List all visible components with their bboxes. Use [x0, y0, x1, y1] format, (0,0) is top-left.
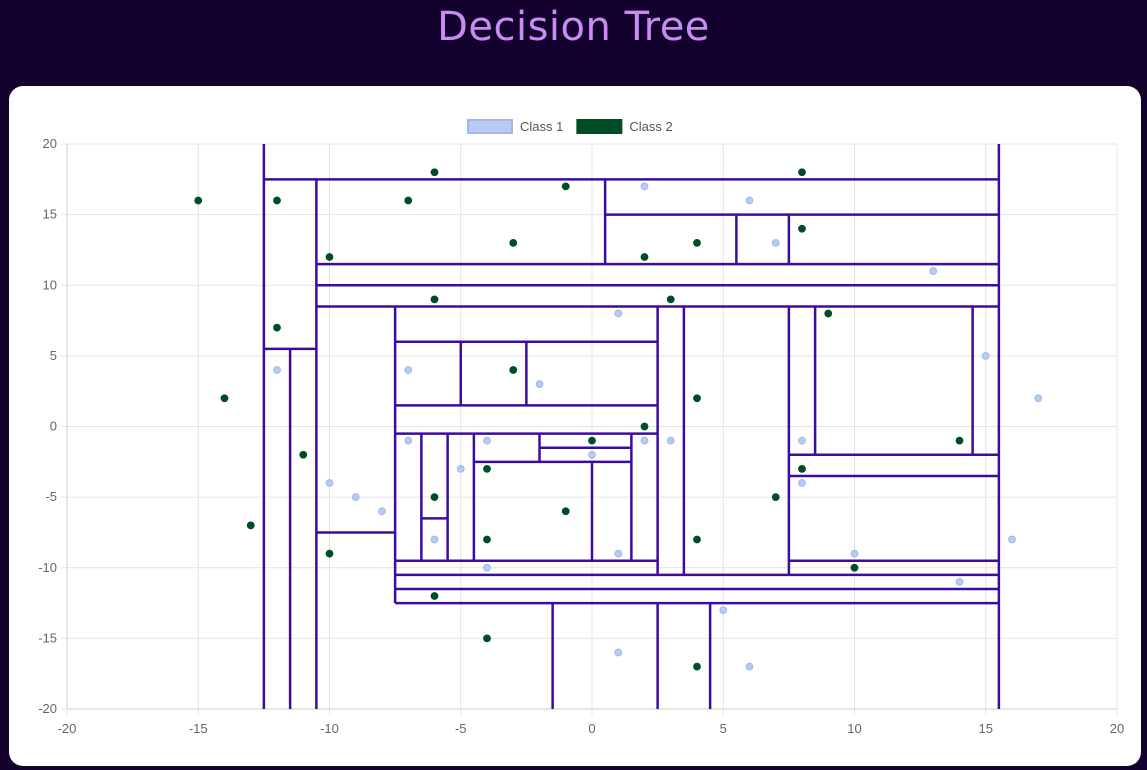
class-1-point [955, 577, 964, 586]
class-1-point [614, 648, 623, 657]
class-2-point [509, 366, 518, 374]
class-2-point [194, 196, 203, 205]
class-1-point [378, 507, 386, 516]
class-2-point [483, 464, 491, 473]
class-2-point [693, 394, 701, 403]
x-tick-label: 0 [588, 721, 595, 736]
class-1-point [483, 436, 491, 445]
class-2-point [824, 309, 833, 318]
class-2-point [693, 238, 701, 247]
class-1-point [456, 464, 465, 473]
class-2-point [299, 450, 308, 459]
y-tick-label: -5 [45, 489, 57, 504]
y-tick-label: 20 [43, 136, 57, 151]
legend-label-1: Class 1 [520, 119, 563, 134]
class-2-point [693, 662, 701, 671]
page-title: Decision Tree [437, 4, 710, 50]
class-2-point [561, 182, 570, 191]
x-tick-label: -15 [189, 721, 208, 736]
class-1-point [483, 563, 491, 572]
x-tick-label: 15 [979, 721, 993, 736]
class-1-point [404, 366, 413, 374]
class-2-point [483, 634, 491, 643]
class-1-point [404, 436, 413, 445]
y-tick-label: 5 [50, 348, 57, 363]
class-1-point [273, 366, 281, 374]
class-1-point [850, 549, 859, 558]
class-2-point [798, 224, 806, 233]
decision-tree-chart: -20 -15 -10 -5 0 5 10 15 20 -20 -15 -10 -5 0 5 10 15 20 Cl… [38, 119, 1124, 736]
class-1-point [1034, 394, 1043, 403]
x-tick-label: 10 [847, 721, 861, 736]
class-1-point [614, 309, 623, 318]
class-1-point [981, 351, 990, 360]
x-tick-label: 20 [1110, 721, 1124, 736]
class-2-point [273, 196, 281, 205]
class-2-point [798, 464, 806, 473]
class-2-point [850, 563, 859, 572]
class-1-point [745, 196, 754, 205]
y-tick-label: 15 [43, 207, 57, 222]
class-2-point [325, 253, 334, 261]
y-tick-label: -15 [38, 630, 57, 645]
class-1-point [719, 606, 728, 615]
class-1-point [798, 436, 806, 445]
class-1-point [430, 535, 439, 544]
y-tick-label: 10 [43, 277, 57, 292]
class-1-point [325, 479, 334, 487]
class-1-point [614, 549, 623, 558]
class-2-point [771, 493, 780, 502]
class-2-point [325, 549, 334, 558]
class-1-point [640, 182, 649, 191]
class-2-point [588, 436, 596, 445]
legend-swatch-1 [467, 119, 513, 134]
class-2-point [561, 507, 570, 516]
class-1-point [798, 479, 806, 487]
class-2-point [666, 295, 675, 304]
class-2-point [430, 493, 439, 502]
y-tick-label: 0 [50, 419, 57, 434]
class-2-point [430, 168, 439, 177]
class-2-point [509, 238, 518, 247]
class-1-point [640, 436, 649, 445]
class-1-point [588, 450, 596, 459]
class-1-point [929, 267, 938, 276]
legend-swatch-2 [576, 119, 623, 134]
y-tick-label: -20 [38, 701, 57, 716]
class-2-point [955, 436, 964, 445]
class-2-point [246, 521, 255, 530]
y-tick-label: -10 [38, 560, 57, 575]
class-2-point [693, 535, 701, 544]
class-2-point [404, 196, 413, 205]
class-2-point [220, 394, 229, 403]
chart-card: -20 -15 -10 -5 0 5 10 15 20 -20 -15 -10 -5 0 5 10 15 20 Cl… [9, 86, 1141, 766]
class-2-point [640, 422, 649, 431]
class-2-point [273, 323, 281, 332]
class-1-point [745, 662, 754, 671]
legend-label-2: Class 2 [629, 119, 672, 134]
class-1-point [771, 238, 780, 247]
class-1-point [1008, 535, 1016, 544]
x-tick-label: -20 [58, 721, 77, 736]
x-tick-label: -10 [320, 721, 339, 736]
class-2-point [798, 168, 806, 177]
class-2-point [640, 253, 649, 261]
class-2-point [430, 295, 439, 304]
x-tick-label: -5 [455, 721, 467, 736]
class-1-point [666, 436, 675, 445]
class-1-point [351, 493, 360, 502]
class-2-point [430, 592, 439, 600]
class-1-point [535, 380, 544, 389]
x-tick-label: 5 [720, 721, 727, 736]
class-2-point [483, 535, 491, 544]
